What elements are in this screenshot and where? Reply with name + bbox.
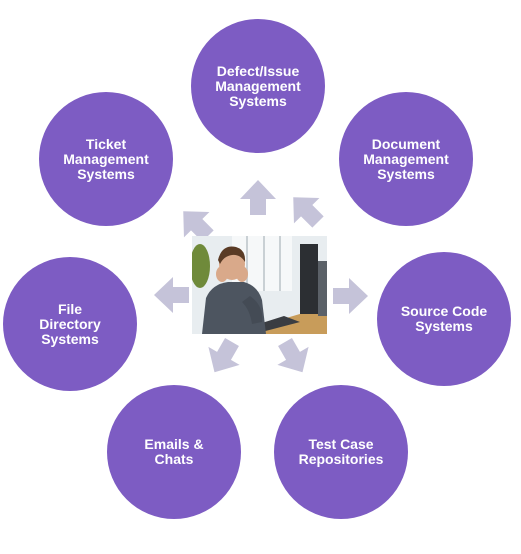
arrow-to-test [277,338,309,373]
frustrated-person-photo [192,236,327,334]
arrow-to-defect [240,180,276,215]
node-defect-issue-management: Defect/Issue Management Systems [191,19,325,153]
arrow-to-ticket [183,211,214,242]
node-label: Defect/Issue Management Systems [215,62,301,109]
arrow-to-source [333,278,368,314]
person-at-computer-illustration [192,236,327,334]
node-label: Source Code Systems [400,303,488,334]
arrow-to-file [154,277,189,313]
node-label: Emails & Chats [144,436,204,467]
node-file-directory-systems: File Directory Systems [3,257,137,391]
node-source-code-systems: Source Code Systems [377,252,511,386]
node-label: Ticket Management Systems [63,135,149,182]
node-label: Test Case Repositories [298,436,384,467]
node-emails-chats: Emails & Chats [107,385,241,519]
arrow-to-email [208,338,240,373]
arrow-to-document [293,197,324,228]
node-test-case-repositories: Test Case Repositories [274,385,408,519]
node-document-management: Document Management Systems [339,92,473,226]
node-ticket-management: Ticket Management Systems [39,92,173,226]
node-label: File Directory Systems [39,300,101,347]
node-label: Document Management Systems [363,135,449,182]
